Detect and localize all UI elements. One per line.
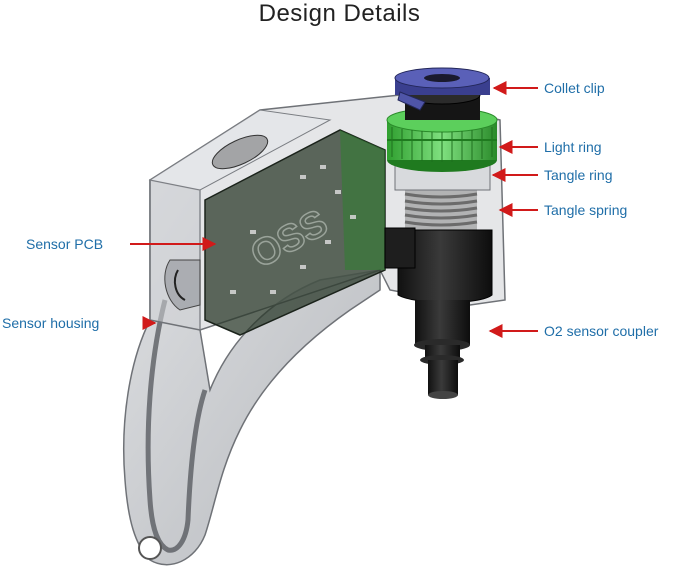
page-title: Design Details <box>258 0 421 27</box>
collet-clip <box>394 67 490 120</box>
label-sensor-housing: Sensor housing <box>2 315 100 331</box>
o2-sensor-coupler <box>384 227 493 399</box>
label-light-ring: Light ring <box>544 139 602 155</box>
label-tangle-ring: Tangle ring <box>544 167 613 183</box>
label-tangle-spring: Tangle spring <box>544 202 628 218</box>
label-o2-sensor-coupler: O2 sensor coupler <box>544 323 659 339</box>
sensor-pcb: OSS <box>204 129 386 336</box>
clip-bracket <box>164 259 201 311</box>
callout-arrows <box>130 81 538 338</box>
label-collet-clip: Collet clip <box>544 80 605 96</box>
label-sensor-pcb: Sensor PCB <box>26 236 104 252</box>
tangle-spring <box>404 190 478 230</box>
